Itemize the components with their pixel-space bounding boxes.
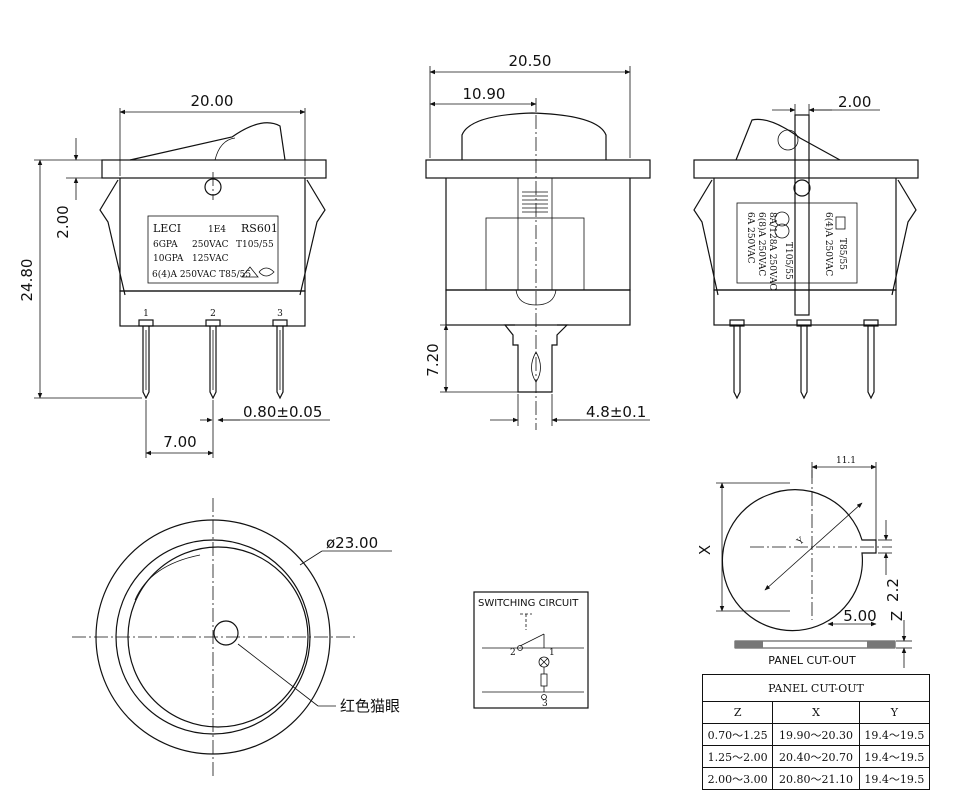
label-line3: 6(4)A 250VAC T85/55 — [152, 269, 251, 280]
dim-pin-pitch: 7.00 — [163, 433, 196, 451]
table-cell: 19.4～19.5 — [858, 767, 931, 790]
side-label-l4: T105/55 — [783, 242, 793, 280]
dim-flange-height: 2.00 — [54, 205, 72, 238]
dim-front-width: 20.50 — [509, 52, 552, 70]
side-label-l5: 6(4)A 250VAC — [823, 212, 834, 276]
pin-label-2: 2 — [210, 309, 216, 319]
label-brand: LECI — [153, 222, 181, 235]
pin-label-3: 3 — [277, 309, 283, 319]
table-row: 0.70～1.25 19.90～20.30 19.4～19.5 — [701, 723, 931, 746]
label-line2a: 10GPA — [153, 254, 184, 264]
dim-cutout-5: 5.00 — [843, 607, 876, 625]
dim-actuator-width: 10.90 — [463, 85, 506, 103]
dim-pin-length: 7.20 — [424, 343, 442, 376]
red-cat-eye-label: 红色猫眼 — [340, 697, 400, 715]
left-side-view — [34, 108, 330, 458]
label-code: 1E4 — [208, 225, 226, 235]
table-cell: 20.40～20.70 — [772, 745, 860, 768]
switching-circuit — [473, 591, 589, 709]
label-model: RS601 — [241, 222, 278, 235]
side-label-l2: 6(8)A 250VAC — [756, 212, 767, 276]
label-line1a: 6GPA — [153, 240, 178, 250]
circuit-title: SWITCHING CIRCUIT — [478, 598, 579, 609]
front-view — [425, 66, 651, 430]
right-side-view — [693, 104, 919, 400]
side-label-text: 6A 250VAC 6(8)A 250VAC 8A/128A 250VAC T1… — [745, 212, 847, 290]
dim-z-label: Z — [888, 611, 906, 621]
side-label-l1: 6A 250VAC — [745, 212, 755, 264]
table-cell: 19.4～19.5 — [858, 745, 931, 768]
label-line1b: 250VAC — [192, 240, 229, 250]
table-row: 1.25～2.00 20.40～20.70 19.4～19.5 — [701, 745, 931, 768]
table-cell: 0.70～1.25 — [701, 723, 774, 746]
certification-mark-icon — [241, 266, 275, 278]
dim-x-label: X — [696, 545, 714, 555]
label-line2b: 125VAC — [192, 254, 229, 264]
panel-cutout-table: PANEL CUT-OUT Z X Y 0.70～1.25 19.90～20.3… — [701, 674, 931, 790]
panel-cutout-caption: PANEL CUT-OUT — [768, 654, 856, 667]
table-header-row: Z X Y — [701, 701, 931, 724]
circuit-node-2: 2 — [510, 648, 516, 658]
dim-tab-width: 4.8±0.1 — [586, 403, 646, 421]
dim-top-width: 20.00 — [191, 92, 234, 110]
table-cell: 2.00～3.00 — [701, 767, 774, 790]
label-line1c: T105/55 — [236, 240, 274, 250]
table-cell: 1.25～2.00 — [701, 745, 774, 768]
dim-y-label: Y — [795, 535, 808, 548]
table-cell: 19.4～19.5 — [858, 723, 931, 746]
pin-label-1: 1 — [143, 309, 149, 319]
circuit-node-3: 3 — [542, 699, 548, 709]
dim-pin-width: 0.80±0.05 — [243, 403, 322, 421]
table-title: PANEL CUT-OUT — [702, 674, 930, 702]
dim-cutout-11: 11.1 — [836, 456, 856, 466]
table-title-row: PANEL CUT-OUT — [702, 674, 930, 702]
table-cell: 20.80～21.10 — [772, 767, 860, 790]
dim-cutout-22: 2.2 — [884, 578, 902, 602]
dim-total-height: 24.80 — [18, 259, 36, 302]
dim-side-2: 2.00 — [838, 93, 871, 111]
dim-diameter: ø23.00 — [326, 534, 378, 552]
panel-cutout-view — [716, 462, 912, 668]
table-header-x: X — [772, 701, 860, 724]
side-label-l6: T85/55 — [837, 238, 847, 270]
table-header-y: Y — [858, 701, 931, 724]
top-view — [72, 498, 392, 778]
table-header-z: Z — [701, 701, 774, 724]
table-row: 2.00～3.00 20.80～21.10 19.4～19.5 — [701, 767, 931, 790]
side-label-l3: 8A/128A 250VAC — [767, 212, 777, 290]
table-cell: 19.90～20.30 — [772, 723, 860, 746]
circuit-node-1: 1 — [549, 648, 555, 658]
